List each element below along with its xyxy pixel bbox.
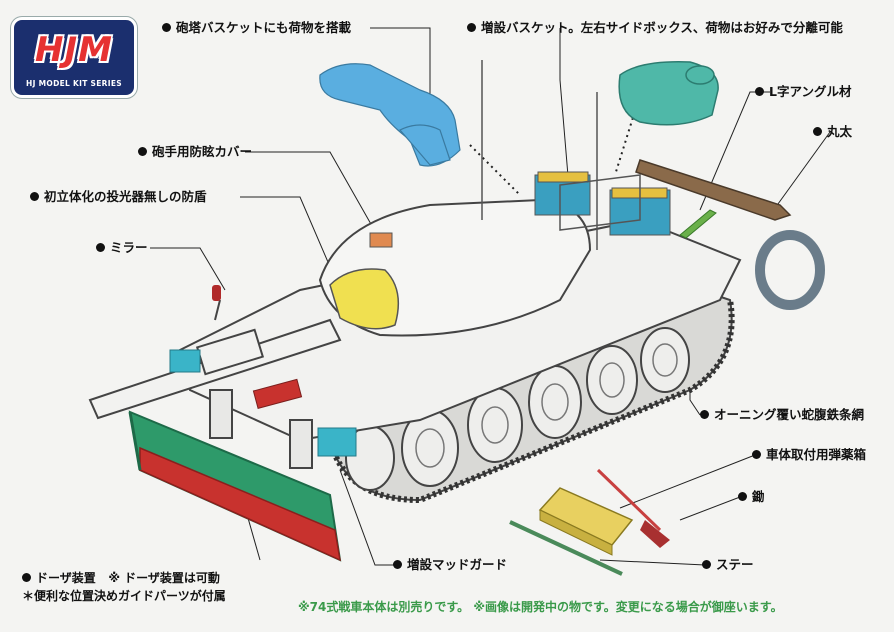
wire-coil — [755, 230, 825, 310]
callout-mudguard: 増設マッドガード — [393, 557, 507, 573]
callout-text: 初立体化の投光器無しの防盾 — [44, 189, 207, 204]
bullet-dot — [96, 243, 105, 252]
mirror-part — [212, 285, 221, 321]
callout-turret-basket: 砲塔バスケットにも荷物を搭載 — [162, 20, 351, 36]
bullet-dot — [393, 560, 402, 569]
callout-text: 増設マッドガード — [407, 557, 508, 572]
callout-text: 車体取付用弾薬箱 — [766, 447, 867, 462]
extra-basket-parts — [534, 171, 671, 236]
rake-part — [596, 468, 670, 548]
gunner-cover-part — [369, 232, 393, 248]
callout-text: オーニング覆い蛇腹鉄条網 — [714, 407, 865, 422]
dozer-note-line2: ＊便利な位置決めガイドパーツが付属 — [22, 589, 226, 603]
callout-text: L字アングル材 — [769, 84, 852, 99]
ammo-box-part — [538, 487, 634, 556]
mantlet-part — [329, 268, 400, 330]
logo-mark: HJM — [35, 30, 113, 70]
callout-text: 砲塔バスケットにも荷物を搭載 — [176, 20, 352, 35]
mudguard-part-left — [169, 349, 201, 373]
gun-barrel — [88, 318, 342, 420]
bullet-dot — [138, 147, 147, 156]
logo-subtitle: HJ MODEL KIT SERIES — [26, 79, 122, 88]
callout-rake: 鋤 — [738, 489, 765, 505]
stay-part — [509, 520, 623, 576]
dozer-movable-note: ※ ドーザ装置は可動 — [108, 571, 220, 585]
callout-text: 丸太 — [827, 124, 853, 139]
callout-wire: オーニング覆い蛇腹鉄条網 — [700, 407, 864, 423]
callout-text: 鋤 — [752, 489, 765, 504]
l-angle-part — [679, 209, 717, 239]
bullet-dot — [30, 192, 39, 201]
callout-l-angle: L字アングル材 — [755, 84, 851, 100]
leader-lines — [150, 27, 831, 566]
log-part — [635, 159, 792, 221]
callout-log: 丸太 — [813, 124, 852, 140]
callout-text: ミラー — [110, 240, 148, 255]
ammo-part-red — [252, 378, 303, 409]
callout-text: 砲手用防眩カバー — [152, 144, 253, 159]
callout-mantlet: 初立体化の投光器無しの防盾 — [30, 189, 207, 205]
bullet-dot — [702, 560, 711, 569]
dozer-note-line1: ドーザ装置 ※ ドーザ装置は可動 — [22, 570, 220, 587]
mudguard-part — [317, 427, 357, 457]
callout-text: ステー — [716, 557, 754, 572]
callout-text: 増設バスケット。左右サイドボックス、荷物はお好みで分離可能 — [481, 20, 843, 35]
antennas — [481, 60, 598, 250]
turret-basket-parts — [319, 63, 461, 167]
dozer-label: ドーザ装置 — [36, 571, 96, 585]
bullet-dot — [162, 23, 171, 32]
bullet-dot — [467, 23, 476, 32]
footer-disclaimer: ※74式戦車本体は別売りです。 ※画像は開発中の物です。変更になる場合が御座いま… — [298, 600, 783, 614]
bullet-dot — [813, 127, 822, 136]
dozer-blade — [128, 410, 342, 562]
bullet-dot — [755, 87, 764, 96]
bullet-dot — [700, 410, 709, 419]
bullet-dot — [22, 573, 31, 582]
callout-stay: ステー — [702, 557, 754, 573]
callout-ammo-box: 車体取付用弾薬箱 — [752, 447, 866, 463]
dozer-arms — [209, 389, 313, 469]
hjm-logo: HJM HJ MODEL KIT SERIES — [14, 20, 134, 95]
track-assembly — [327, 288, 735, 504]
cargo-bundle — [618, 61, 719, 126]
callout-mirror: ミラー — [96, 240, 148, 256]
bullet-dot — [738, 492, 747, 501]
callout-extra-basket: 増設バスケット。左右サイドボックス、荷物はお好みで分離可能 — [467, 20, 843, 36]
bullet-dot — [752, 450, 761, 459]
callout-gunner-cover: 砲手用防眩カバー — [138, 144, 252, 160]
